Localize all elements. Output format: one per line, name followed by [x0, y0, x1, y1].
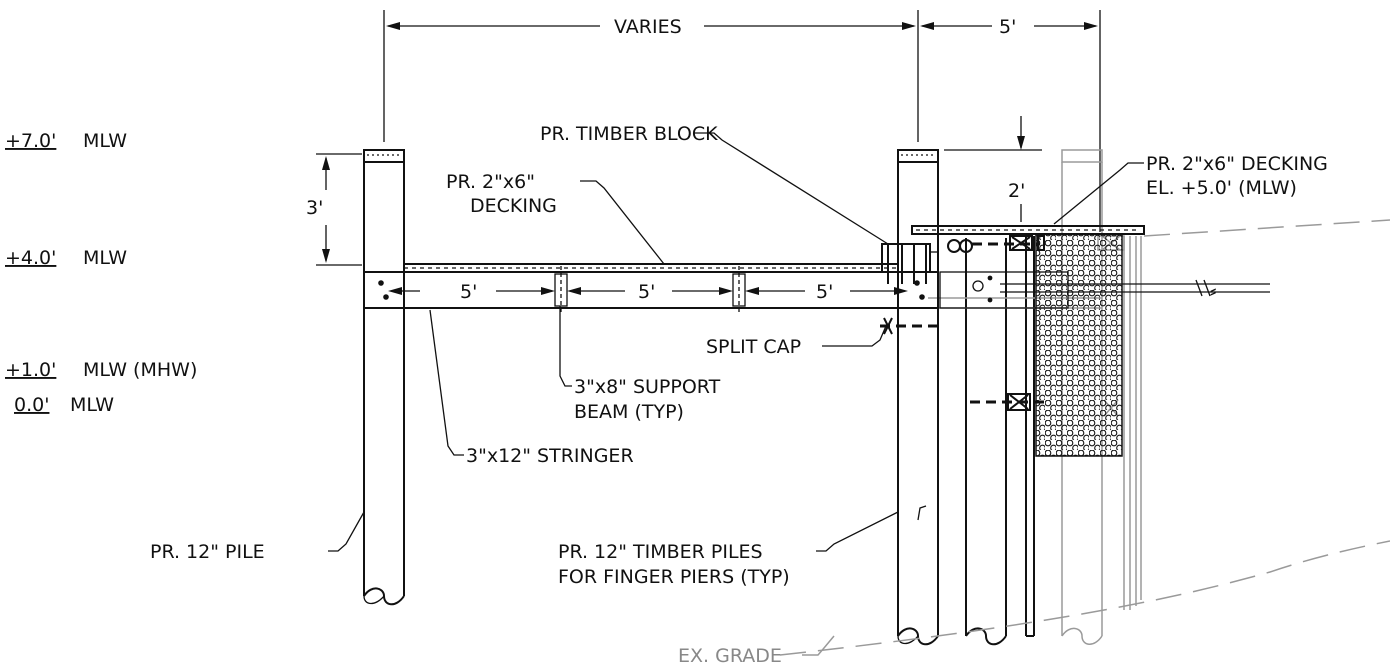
- dim-two-ft-label: 2': [1008, 180, 1025, 202]
- elev-plus1-value: +1.0': [5, 359, 56, 381]
- span-2-label: 5': [638, 281, 655, 303]
- timber-block-assembly: [881, 243, 939, 284]
- label-decking-left-line1: PR. 2"x6": [446, 171, 535, 193]
- label-support-beam-line2: BEAM (TYP): [574, 401, 684, 423]
- label-decking-right-line1: PR. 2"x6" DECKING: [1146, 153, 1328, 175]
- elev-plus7-datum: MLW: [83, 130, 127, 152]
- hex-mesh-panel: [1035, 233, 1123, 457]
- callout-timber-block: PR. TIMBER BLOCK: [540, 123, 889, 245]
- callout-decking-left: PR. 2"x6" DECKING: [446, 171, 665, 265]
- left-decking: [403, 263, 899, 273]
- label-decking-left-line2: DECKING: [470, 195, 557, 217]
- top-dimensions: VARIES 5': [383, 10, 1101, 232]
- support-beam-markers: [554, 266, 746, 313]
- callout-pile: PR. 12" PILE: [150, 511, 365, 563]
- span-1-label: 5': [460, 281, 477, 303]
- elevation-labels: +7.0' MLW +4.0' MLW +1.0' MLW (MHW) 0.0'…: [5, 130, 197, 416]
- split-cap-bolt: [880, 317, 942, 335]
- right-beam-connection: ⸗: [939, 271, 1270, 309]
- dim-varies-label: VARIES: [614, 16, 682, 38]
- elev-zero-datum: MLW: [70, 394, 114, 416]
- dim-three-ft: 3': [306, 153, 362, 266]
- right-piles: [965, 236, 1035, 646]
- label-timber-piles-line2: FOR FINGER PIERS (TYP): [558, 566, 790, 588]
- label-decking-right-line2: EL. +5.0' (MLW): [1146, 177, 1297, 199]
- lower-bracing: [970, 393, 1044, 411]
- label-ex-grade: EX. GRADE: [678, 645, 782, 666]
- elev-plus7-value: +7.0': [5, 130, 56, 152]
- label-stringer: 3"x12" STRINGER: [466, 445, 634, 467]
- label-timber-block: PR. TIMBER BLOCK: [540, 123, 718, 145]
- span-dimensions: 5' 5' 5': [388, 281, 908, 303]
- stringer-beam: [363, 271, 939, 309]
- right-decking: [911, 225, 1145, 253]
- elev-plus4-datum: MLW: [83, 247, 127, 269]
- dim-two-ft: 2': [944, 116, 1042, 222]
- callout-split-cap: SPLIT CAP: [706, 325, 887, 358]
- label-support-beam-line1: 3"x8" SUPPORT: [574, 376, 721, 398]
- center-pile: [897, 149, 939, 646]
- elev-zero-value: 0.0': [14, 394, 49, 416]
- callout-ex-grade: EX. GRADE: [678, 635, 835, 666]
- label-pile: PR. 12" PILE: [150, 541, 265, 563]
- callout-stringer: 3"x12" STRINGER: [429, 309, 634, 467]
- callout-support-beam: 3"x8" SUPPORT BEAM (TYP): [559, 306, 721, 423]
- label-timber-piles-line1: PR. 12" TIMBER PILES: [558, 541, 763, 563]
- left-pile: [363, 149, 405, 606]
- dim-three-ft-label: 3': [306, 197, 323, 219]
- callout-decking-right: PR. 2"x6" DECKING EL. +5.0' (MLW): [1053, 153, 1328, 225]
- span-3-label: 5': [816, 281, 833, 303]
- break-symbol: ⸗: [1210, 280, 1216, 302]
- elev-plus1-datum: MLW (MHW): [83, 359, 197, 381]
- callout-timber-piles: PR. 12" TIMBER PILES FOR FINGER PIERS (T…: [558, 511, 899, 588]
- label-split-cap: SPLIT CAP: [706, 336, 801, 358]
- dim-five-ft-label: 5': [999, 16, 1016, 38]
- elev-plus4-value: +4.0': [5, 247, 56, 269]
